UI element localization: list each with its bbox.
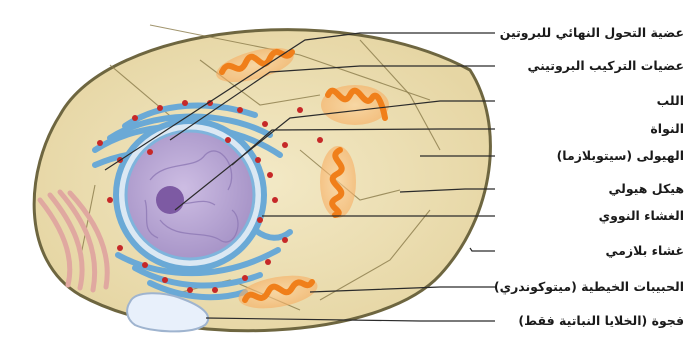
mitochondrion-3 — [320, 146, 356, 218]
label-cytoplasm: الهيولى (سيتوبلازما) — [557, 148, 684, 163]
label-ribosomes: عضيات التركيب البروتيني — [527, 58, 684, 73]
label-nucleus: النواة — [650, 121, 684, 136]
label-vacuole: فجوة (الخلايا النباتية فقط) — [518, 313, 684, 328]
nucleolus-shape — [156, 186, 184, 214]
label-cytoskeleton: هيكل هيولي — [609, 181, 685, 196]
nuclear-envelope-inner — [126, 131, 254, 259]
label-nuclear-envelope: الغشاء النووي — [599, 208, 684, 223]
label-mitochondria: الحبيبات الخيطية (ميتوكوندري) — [494, 279, 684, 294]
label-plasma-membrane: غشاء بلازمي — [606, 243, 684, 258]
label-nucleolus: اللب — [657, 93, 684, 108]
mitochondrion-2 — [321, 85, 389, 125]
label-golgi: عضية التحول النهائي للبروتين — [500, 25, 684, 40]
